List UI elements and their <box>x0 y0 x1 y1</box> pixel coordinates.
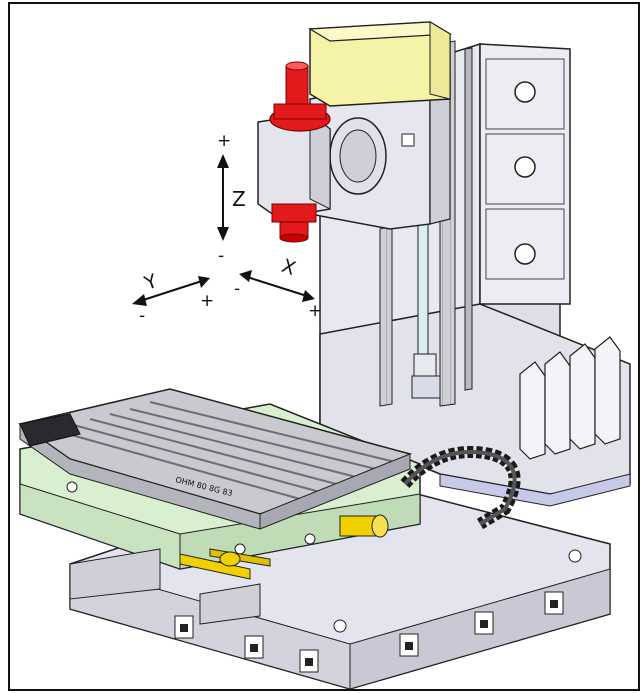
axis-z-indicator: + Z - <box>217 131 246 266</box>
cable-chain <box>400 446 521 530</box>
spindle-head <box>309 73 451 230</box>
z-axis-label: Z <box>232 187 246 211</box>
y-plus-label: + <box>200 291 214 311</box>
y-minus-label: - <box>139 306 145 326</box>
work-table: OHM 80 8G 83 <box>18 388 413 530</box>
z-axis-ball-screw <box>411 218 441 399</box>
axis-y-indicator: Y + - <box>132 270 214 326</box>
z-plus-label: + <box>217 131 231 151</box>
x-axis-label: X <box>279 255 299 280</box>
ball-screw-motor <box>219 514 389 567</box>
figure-frame: OHM 80 8G 83 + Z - Y + - X - + <box>8 2 640 691</box>
axis-x-indicator: X - + <box>234 255 322 321</box>
y-axis-label: Y <box>141 270 161 295</box>
x-plus-label: + <box>308 301 322 321</box>
z-minus-label: - <box>218 246 224 266</box>
machining-center-diagram: OHM 80 8G 83 + Z - Y + - X - + <box>18 21 631 690</box>
spindle-motor-housing <box>308 21 452 107</box>
spindle-tool-holder <box>257 61 331 243</box>
x-minus-label: - <box>234 279 240 299</box>
